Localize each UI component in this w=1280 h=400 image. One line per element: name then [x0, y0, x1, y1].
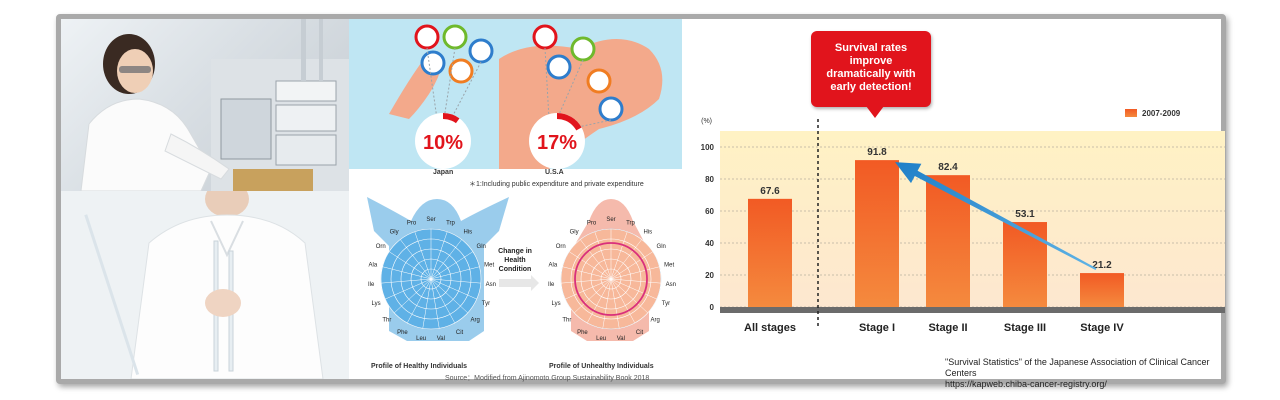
amino-acid-label: Gln [657, 244, 666, 250]
usa-label: U.S.A [545, 169, 564, 176]
healthcare-expenditure-map: 10% 17% [349, 19, 682, 169]
amino-acid-label: Met [664, 262, 674, 268]
amino-acid-label: Tyr [482, 301, 490, 307]
change-label-1: Change in [498, 248, 532, 255]
amino-acid-label: Asn [486, 282, 496, 288]
infographic-frame: 10% 17% Japan U.S.A ＊1:Including public … [56, 14, 1227, 389]
y-axis-unit: (%) [701, 118, 712, 125]
amino-acid-label: Lys [551, 301, 560, 307]
callout-line-3: dramatically with [826, 68, 916, 80]
change-label-3: Condition [499, 266, 532, 273]
legend-label: 2007-2009 [1142, 109, 1181, 118]
unhealthy-title: Profile of Unhealthy Individuals [549, 363, 654, 370]
bar [1080, 273, 1124, 307]
amino-acid-label: Arg [650, 318, 659, 324]
x-category-label: All stages [744, 322, 796, 334]
bar [855, 160, 899, 307]
y-tick-label: 0 [710, 303, 715, 312]
x-axis-baseline [720, 307, 1225, 313]
legend-swatch [1125, 109, 1137, 117]
y-tick-label: 100 [701, 143, 715, 152]
callout-line-1: Survival rates [834, 42, 908, 54]
source-line-1: "Survival Statistics" of the Japanese As… [945, 357, 1210, 378]
healthy-title: Profile of Healthy Individuals [371, 363, 468, 370]
amino-acid-label: Ser [606, 217, 615, 223]
amino-acid-label: Ser [426, 217, 435, 223]
chart-source-note: "Survival Statistics" of the Japanese As… [945, 357, 1221, 390]
middle-panel: 10% 17% Japan U.S.A ＊1:Including public … [349, 19, 682, 382]
amino-acid-label: Pro [587, 220, 597, 226]
amino-acid-label: Orn [376, 244, 386, 250]
amino-acid-label: Gly [390, 230, 399, 236]
bar-value-label: 21.2 [1092, 260, 1112, 271]
amino-acid-label: Lys [371, 301, 380, 307]
y-tick-label: 60 [705, 207, 714, 216]
y-tick-label: 40 [705, 239, 714, 248]
amino-acid-label: Ile [368, 282, 375, 288]
amino-acid-label: Ala [549, 262, 558, 268]
amino-acid-label: Ile [548, 282, 555, 288]
amino-acid-label: Leu [416, 336, 426, 342]
callout-pointer [866, 106, 884, 118]
japan-label: Japan [433, 169, 454, 176]
amino-acid-label: Tyr [662, 301, 670, 307]
early-detection-callout: Survival rates improve dramatically with… [811, 31, 931, 107]
bar [926, 175, 970, 307]
callout-line-2: improve [849, 55, 893, 67]
amino-acid-label: Gly [570, 230, 579, 236]
bar-value-label: 67.6 [760, 186, 780, 197]
japan-icons [414, 24, 494, 84]
amino-acid-label: His [464, 230, 473, 236]
x-category-label: Stage IV [1080, 322, 1124, 334]
amino-acid-label: Asn [666, 282, 676, 288]
survival-chart: 0 20 40 60 80 100 (%) 67.6 91.8 82.4 53.1 21.2 20… [682, 19, 1227, 379]
amino-acid-label: Val [437, 336, 445, 342]
lab-photo-analyzer [61, 19, 349, 191]
amino-acid-label: Gln [477, 244, 486, 250]
amino-acid-label: Trp [446, 220, 455, 226]
amino-acid-label: Met [484, 262, 494, 268]
expenditure-footnote: ＊1:Including public expenditure and priv… [469, 181, 644, 188]
japan-percent: 10% [423, 132, 463, 154]
bar [748, 198, 792, 307]
bar-value-label: 82.4 [938, 162, 958, 173]
amino-acid-profiles: SerTrpHisGlnMetAsnTyrArgCitValLeuPheThrL… [367, 197, 676, 342]
amino-acid-label: His [644, 230, 653, 236]
source-line-2: https://kapweb.chiba-cancer-registry.org… [945, 379, 1107, 389]
trend-arrow [895, 162, 1097, 270]
y-tick-label: 80 [705, 175, 714, 184]
amino-acid-label: Cit [456, 330, 464, 336]
amino-acid-label: Ala [369, 262, 378, 268]
x-category-label: Stage III [1004, 322, 1046, 334]
amino-acid-label: Thr [562, 318, 571, 324]
callout-line-4: early detection! [830, 81, 912, 93]
bar [1003, 222, 1047, 307]
amino-acid-label: Val [617, 336, 625, 342]
amino-acid-label: Trp [626, 220, 635, 226]
x-category-label: Stage I [859, 322, 895, 334]
y-tick-label: 20 [705, 271, 714, 280]
usa-percent: 17% [537, 132, 577, 154]
amino-acid-label: Cit [636, 330, 644, 336]
bar-value-label: 91.8 [867, 147, 887, 158]
y-axis-ticks: 0 20 40 60 80 100 [701, 143, 715, 312]
x-axis-labels: All stages Stage I Stage II Stage III Stage … [744, 322, 1124, 334]
usa-icons [532, 24, 624, 122]
bar-value-label: 53.1 [1015, 209, 1035, 220]
lab-photo-pipette [61, 191, 349, 379]
amino-acid-label: Orn [556, 244, 566, 250]
amino-acid-label: Leu [596, 336, 606, 342]
chart-gridlines [720, 146, 1225, 313]
profiles-source: Source：Modified from Ajinomoto Group Sus… [445, 375, 650, 382]
change-label-2: Health [504, 257, 525, 264]
amino-acid-label: Phe [397, 330, 408, 336]
amino-acid-label: Thr [382, 318, 391, 324]
x-category-label: Stage II [928, 322, 967, 334]
amino-acid-label: Pro [407, 220, 417, 226]
amino-acid-label: Arg [470, 318, 479, 324]
amino-acid-label: Phe [577, 330, 588, 336]
